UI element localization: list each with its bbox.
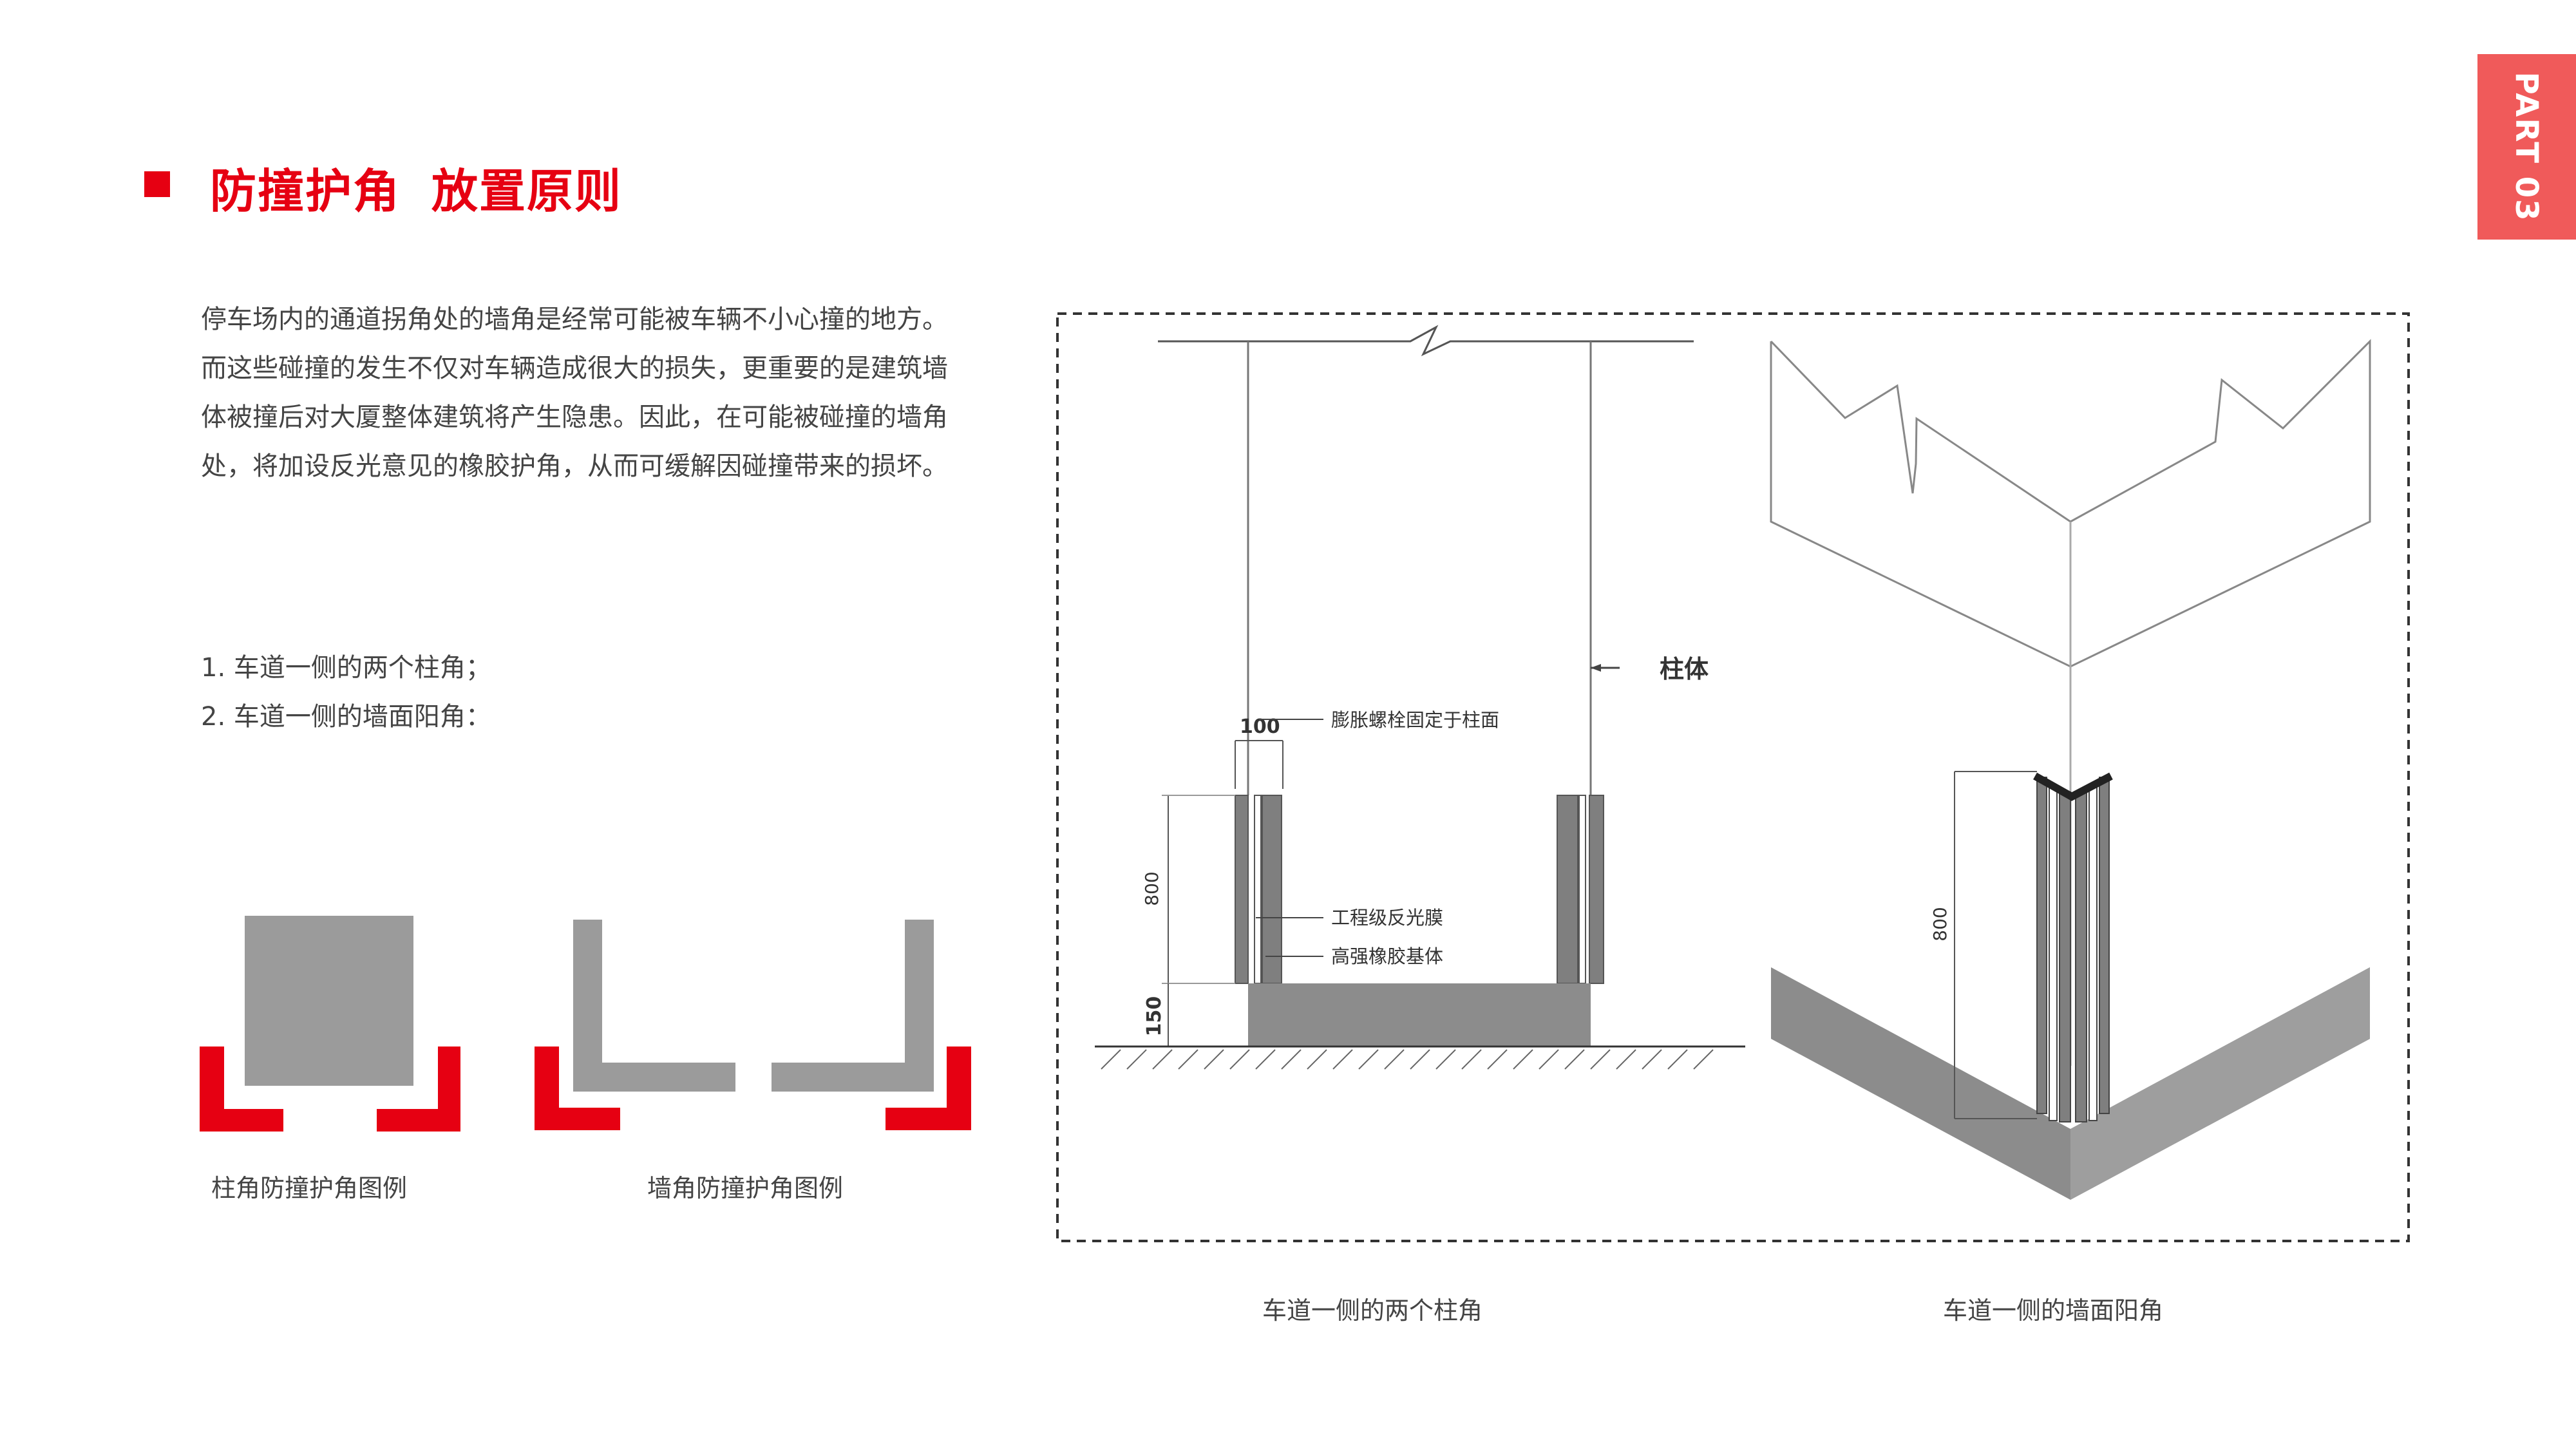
list-item: 1. 车道一侧的两个柱角； xyxy=(201,653,491,683)
reflective-film-strip xyxy=(1589,795,1604,984)
list-item: 2. 车道一侧的墙面阳角： xyxy=(201,702,491,732)
title-part-1: 防撞护角 xyxy=(210,164,401,218)
concrete-base xyxy=(1248,983,1591,1046)
reflective-film-strip xyxy=(1235,795,1249,984)
legend-wall-icon xyxy=(772,920,934,1092)
title-part-2: 放置原则 xyxy=(431,164,623,218)
legend-column-icon xyxy=(245,916,413,1086)
columns-caption: 车道一侧的两个柱角 xyxy=(1262,1296,1483,1325)
rubber-guard xyxy=(1262,795,1282,984)
column-legend-caption: 柱角防撞护角图例 xyxy=(211,1174,408,1202)
reflective-film-label: 工程级反光膜 xyxy=(1331,907,1443,929)
wall-corner-caption: 车道一侧的墙面阳角 xyxy=(1943,1296,2164,1325)
bolt-label: 膨胀螺栓固定于柱面 xyxy=(1331,709,1499,731)
page-title: 防撞护角放置原则 xyxy=(210,153,622,221)
rubber-guard xyxy=(1557,795,1578,984)
corner-guard xyxy=(2036,777,2047,1114)
column-elevation-drawing: 柱体 100 800 150 工程级反光膜 高强橡胶基体 膨胀螺栓固定于柱面 xyxy=(1095,325,1745,1070)
corner-guard-cap xyxy=(2033,772,2113,801)
section-tab-label: PART 03 xyxy=(2508,71,2544,222)
break-line xyxy=(1158,325,1694,357)
legend-wall-icon xyxy=(573,920,735,1092)
technical-drawing: 柱体 100 800 150 工程级反光膜 高强橡胶基体 膨胀螺栓固定于柱面 xyxy=(1056,312,2410,1242)
wall-corner-drawing: 800 xyxy=(1770,339,2371,1200)
rubber-base-label: 高强橡胶基体 xyxy=(1331,945,1443,967)
base-dimension: 150 xyxy=(1143,996,1166,1037)
title-bullet-icon xyxy=(144,171,170,197)
legend-red-guard-icon xyxy=(200,1046,283,1132)
height-dimension: 800 xyxy=(1141,871,1162,905)
section-tab: PART 03 xyxy=(2477,54,2576,240)
wall-legend-caption: 墙角防撞护角图例 xyxy=(647,1174,844,1202)
intro-paragraph: 停车场内的通道拐角处的墙角是经常可能被车辆不小心撞的地方。而这些碰撞的发生不仅对… xyxy=(201,305,948,481)
guard-legend-illustration xyxy=(200,916,971,1132)
column-label: 柱体 xyxy=(1660,655,1709,683)
legend-red-guard-icon xyxy=(886,1046,971,1130)
drawing-frame xyxy=(1056,312,2410,1242)
corner-height-dimension: 800 xyxy=(1929,907,1951,941)
legend-red-guard-icon xyxy=(377,1046,460,1132)
ground-hatch xyxy=(1101,1049,1714,1070)
wall-outline xyxy=(1770,339,2371,668)
legend-red-guard-icon xyxy=(535,1046,620,1130)
